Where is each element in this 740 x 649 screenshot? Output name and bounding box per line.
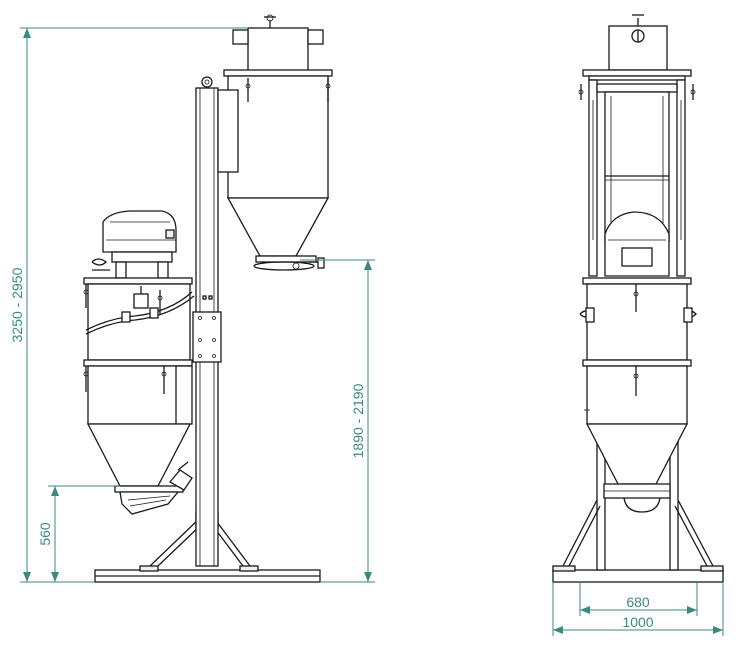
dim-inner-width: 680 (579, 582, 698, 616)
front-view: 680 1000 (552, 14, 724, 636)
dim-total-height: 3250 - 2950 (9, 27, 248, 583)
front-base-plate (552, 569, 724, 583)
front-upper-frame (578, 14, 696, 277)
dim-outlet-height: 1890 - 2190 (300, 259, 375, 583)
side-view: 3250 - 2950 560 1890 - 2190 (9, 14, 375, 583)
support-column (192, 76, 222, 567)
dim-outer-width: 1000 (552, 582, 724, 636)
upper-hopper (217, 14, 333, 271)
lower-hopper (83, 210, 195, 515)
dim-outlet-height-label: 1890 - 2190 (350, 383, 366, 458)
dim-lower-outlet-label: 560 (37, 522, 53, 546)
dim-outer-width-label: 1000 (622, 614, 653, 630)
dim-total-height-label: 3250 - 2950 (9, 267, 25, 342)
dim-inner-width-label: 680 (626, 594, 650, 610)
dim-lower-outlet: 560 (37, 485, 120, 582)
front-lower-hopper (579, 277, 697, 513)
